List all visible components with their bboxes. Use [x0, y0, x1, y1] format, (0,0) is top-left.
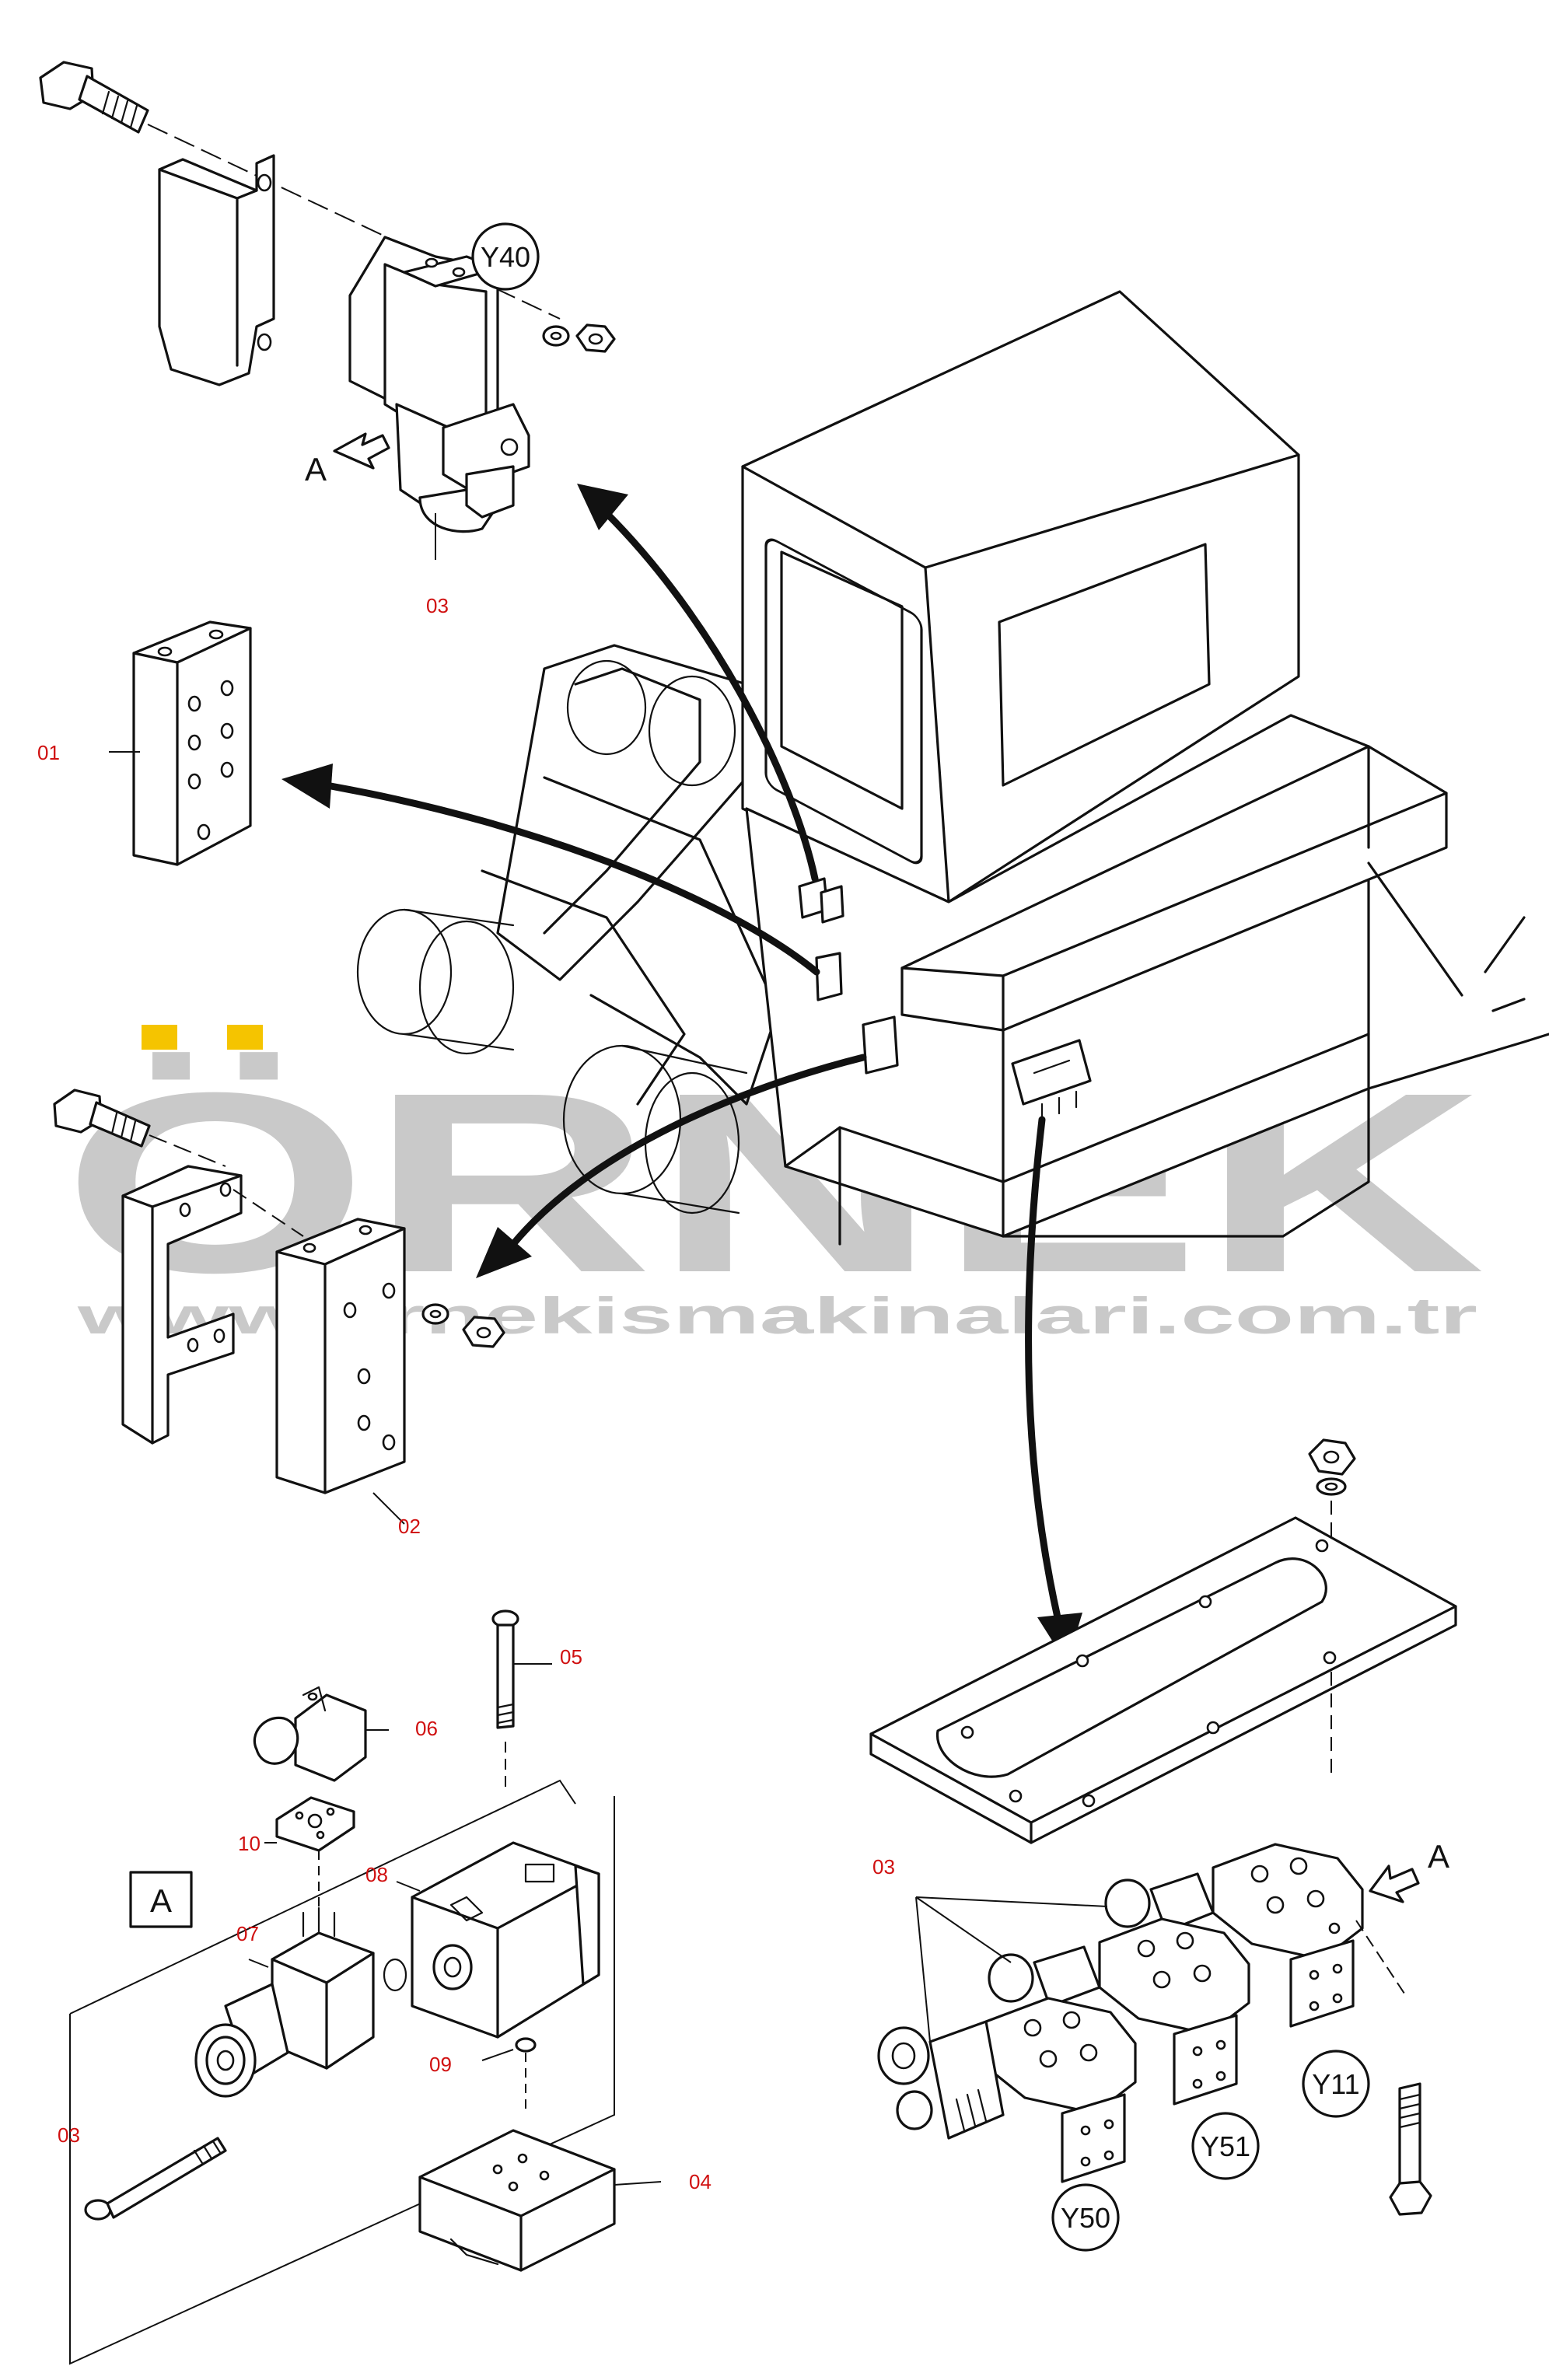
valve-y40-assembly: Y40 A 03 — [39, 61, 616, 617]
part-number-04: 04 — [689, 2170, 712, 2193]
valve-y50 — [877, 1997, 1137, 2183]
part-number-08: 08 — [365, 1863, 388, 1886]
valve-body-08 — [396, 1841, 600, 2039]
view-marker-detail-box: A — [150, 1882, 172, 1919]
bolt-05 — [491, 1609, 552, 1788]
part-number-09: 09 — [429, 2053, 452, 2076]
callout-circle-y11 — [1302, 2050, 1370, 2118]
base-block-04 — [418, 2129, 662, 2272]
arrow-head — [281, 764, 333, 809]
arrow-to-valve-bank — [1025, 1116, 1061, 1621]
part-number-03-right: 03 — [872, 1855, 895, 1878]
connector-06 — [253, 1686, 389, 1782]
block-01: 01 — [37, 620, 252, 866]
bracket-top — [158, 154, 275, 386]
callout-y51: Y51 — [1201, 2130, 1250, 2162]
gasket-10 — [264, 1796, 355, 1920]
bolt-mid — [53, 1089, 151, 1148]
part-number-07: 07 — [236, 1922, 259, 1945]
part-number-02: 02 — [398, 1515, 421, 1538]
detail-a: A 05 06 — [58, 1609, 712, 2365]
view-marker-a-right: A — [1428, 1838, 1449, 1875]
detail-a-box — [129, 1871, 193, 1928]
arrow-to-block-02 — [509, 1054, 867, 1248]
arrow-head — [577, 484, 628, 530]
callout-circle-y50 — [1051, 2183, 1120, 2252]
washer-09 — [515, 2037, 537, 2053]
cover-plate — [869, 1516, 1457, 1844]
part-number-03-left: 03 — [58, 2123, 80, 2147]
valve-bank-assembly: Y11 Y51 Y50 03 A — [869, 1438, 1457, 2252]
view-arrow-a-right-icon — [1369, 1865, 1420, 1903]
block-02-assembly: 02 — [53, 1089, 505, 1538]
arrow-to-top-valve — [603, 509, 819, 882]
o-ring — [383, 1958, 407, 1992]
location-arrows — [281, 484, 1082, 1664]
long-bolt — [84, 2137, 227, 2221]
machine-mounted-valves — [798, 877, 1092, 1121]
arrow-head — [476, 1227, 532, 1278]
valve-y51 — [988, 1917, 1250, 2106]
part-number-06: 06 — [415, 1717, 438, 1740]
bolt-bottom-right — [1355, 1920, 1432, 2216]
cab — [741, 290, 1300, 903]
callout-circle-y40 — [471, 222, 540, 291]
part-number-10: 10 — [238, 1832, 260, 1855]
bolt-top — [39, 61, 149, 134]
view-marker-a-top: A — [305, 451, 327, 488]
solenoid-07 — [194, 1906, 375, 2098]
callout-y11: Y11 — [1312, 2068, 1359, 2100]
machine-body — [356, 290, 1549, 1246]
block-02 — [275, 1218, 406, 1494]
callout-y50: Y50 — [1061, 2202, 1110, 2234]
platform — [745, 714, 1549, 1246]
view-arrow-a-top-icon — [333, 432, 390, 470]
part-number-01: 01 — [37, 741, 60, 764]
callout-y40: Y40 — [481, 241, 530, 273]
boom-arms — [356, 644, 779, 1214]
callout-circle-y51 — [1191, 2112, 1260, 2180]
solenoid-valve-y40 — [348, 236, 616, 533]
watermark-accent-dot — [227, 1025, 263, 1050]
watermark-accent-dot — [142, 1025, 177, 1050]
valve-y11 — [1104, 1843, 1364, 2028]
part-number-05: 05 — [560, 1645, 582, 1669]
arrow-to-block-01 — [323, 781, 820, 976]
part-number-03-top: 03 — [426, 594, 449, 617]
bracket-mid — [121, 1165, 243, 1445]
